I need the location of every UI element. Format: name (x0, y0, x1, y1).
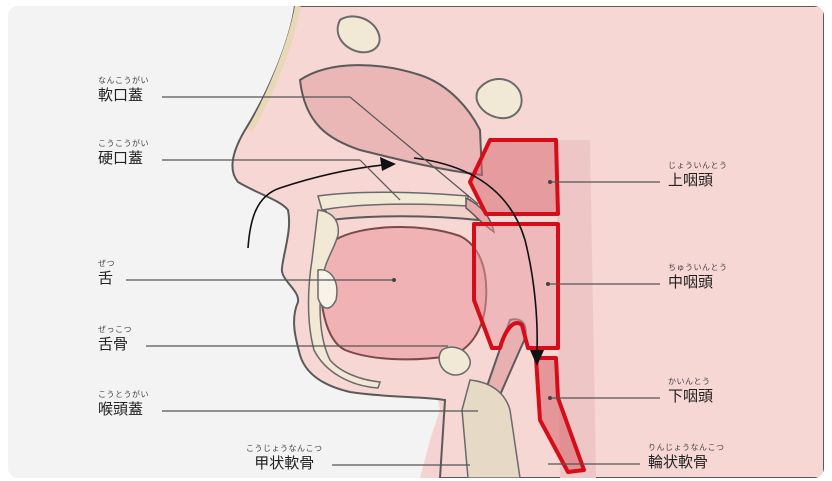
label-ruby: こうこうがい (98, 139, 149, 149)
leader-dot-epipharynx (548, 180, 552, 184)
label-name: 輪状軟骨 (648, 453, 725, 472)
leader-dot-mesopharynx (546, 282, 550, 286)
label-name: 下咽頭 (668, 387, 713, 406)
label-name: 中咽頭 (668, 273, 728, 292)
label-name: 舌骨 (98, 335, 132, 354)
label-hypopharynx: かいんとう 下咽頭 (668, 377, 713, 406)
label-ruby: りんじょうなんこつ (648, 443, 725, 453)
label-hyoid: ぜっこつ 舌骨 (98, 325, 132, 354)
label-ruby: ちゅういんとう (668, 263, 728, 273)
tongue-body (321, 227, 486, 359)
label-name: 舌 (98, 269, 115, 288)
label-soft-palate: なんこうがい 軟口蓋 (98, 76, 149, 105)
label-epiglottis: こうとうがい 喉頭蓋 (98, 390, 149, 419)
epipharynx-highlight (470, 140, 558, 214)
label-thyroid-cartilage: こうじょうなんこつ 甲状軟骨 (246, 444, 323, 473)
label-ruby: なんこうがい (98, 76, 149, 86)
label-ruby: かいんとう (668, 377, 713, 387)
label-name: 喉頭蓋 (98, 400, 149, 419)
label-name: 上咽頭 (668, 171, 728, 190)
leader-dot-hypopharynx (548, 396, 552, 400)
label-tongue: ぜつ 舌 (98, 259, 115, 288)
label-name: 軟口蓋 (98, 86, 149, 105)
leader-dot-tongue (392, 278, 396, 282)
label-hard-palate: こうこうがい 硬口蓋 (98, 139, 149, 168)
label-ruby: じょういんとう (668, 161, 728, 171)
label-cricoid-cartilage: りんじょうなんこつ 輪状軟骨 (648, 443, 725, 472)
label-epipharynx: じょういんとう 上咽頭 (668, 161, 728, 190)
label-mesopharynx: ちゅういんとう 中咽頭 (668, 263, 728, 292)
label-ruby: こうとうがい (98, 390, 149, 400)
label-ruby: こうじょうなんこつ (246, 444, 323, 454)
label-ruby: ぜっこつ (98, 325, 132, 335)
label-name: 硬口蓋 (98, 149, 149, 168)
label-ruby: ぜつ (98, 259, 115, 269)
label-name: 甲状軟骨 (246, 454, 323, 473)
